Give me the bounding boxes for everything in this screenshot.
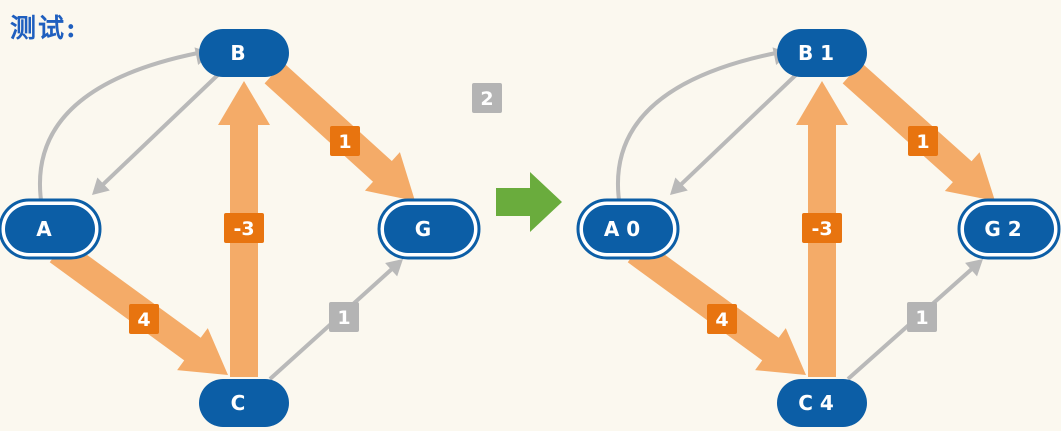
node-g: G [377, 198, 481, 260]
edge-b-a-arrowhead [670, 177, 688, 195]
edge-c-g: 1 [268, 259, 403, 381]
edge-a-b-badge [472, 83, 502, 113]
node-c: C [199, 379, 289, 427]
node-a-label: A 0 [604, 217, 640, 241]
edge-b-g: 1 [842, 62, 995, 202]
edge-b-g: 1 [264, 62, 415, 202]
edge-c-g-weight-label: 1 [337, 307, 350, 329]
node-b: B 1 [777, 29, 867, 77]
node-b-label: B 1 [798, 41, 834, 65]
graph-panel-2: 2 1 1 4 -3 1 A 0 B 1 C 4 G 2 [472, 29, 1061, 427]
edge-c-b: -3 [218, 81, 270, 377]
node-a-pill [583, 205, 673, 253]
node-b-pill [199, 29, 289, 77]
edge-a-b-line [616, 51, 777, 208]
edge-a-c: 4 [627, 239, 806, 375]
node-a: A [0, 198, 102, 260]
node-g-pill [964, 205, 1054, 253]
edge-c-g-weight-label: 1 [915, 307, 928, 329]
edge-a-c-weight-label: 4 [715, 309, 728, 331]
node-g-pill [384, 205, 474, 253]
edge-a-c-weight-label: 4 [137, 309, 150, 331]
edge-c-g: 1 [846, 259, 983, 381]
node-c-label: C [231, 391, 246, 415]
edge-c-b-badge [224, 213, 264, 243]
node-c-pill [199, 379, 289, 427]
node-c: C 4 [777, 379, 867, 427]
node-a-pill [5, 205, 95, 253]
node-a-label: A [36, 217, 52, 241]
edge-c-g-badge [907, 302, 937, 332]
edge-a-b-line [38, 51, 199, 208]
edge-b-g-badge [330, 126, 360, 156]
edge-c-b-weight-label: -3 [811, 218, 832, 240]
right-arrow-icon [496, 172, 562, 232]
edge-a-b-weight-label: 2 [480, 88, 493, 110]
edge-b-a: 1 [670, 69, 802, 195]
edge-b-a-line [99, 69, 224, 189]
edge-a-c: 4 [49, 239, 228, 375]
node-g-label: G [415, 217, 431, 241]
node-c-pill [777, 379, 867, 427]
page-title: 测试: [10, 14, 78, 44]
edge-b-g-weight-label: 1 [916, 131, 929, 153]
edge-c-b-badge [802, 213, 842, 243]
edge-c-g-badge [329, 302, 359, 332]
edge-b-a-line [677, 69, 802, 189]
node-a: A 0 [576, 198, 680, 260]
edge-b-a-arrowhead [92, 177, 110, 195]
node-c-label: C 4 [798, 391, 834, 415]
node-b-pill [777, 29, 867, 77]
edge-a-c-badge [707, 304, 737, 334]
node-b: B [199, 29, 289, 77]
edge-c-g-arrowhead [385, 259, 403, 277]
edge-b-g-weight-label: 1 [338, 131, 351, 153]
node-g-label: G 2 [984, 217, 1021, 241]
edge-c-b: -3 [796, 81, 848, 377]
edge-c-g-arrowhead [965, 259, 983, 277]
edge-b-a: 1 [92, 69, 224, 195]
edge-c-b-weight-label: -3 [233, 218, 254, 240]
edge-a-c-badge [129, 304, 159, 334]
edge-b-g-badge [908, 126, 938, 156]
node-g: G 2 [957, 198, 1061, 260]
node-b-label: B [230, 41, 245, 65]
